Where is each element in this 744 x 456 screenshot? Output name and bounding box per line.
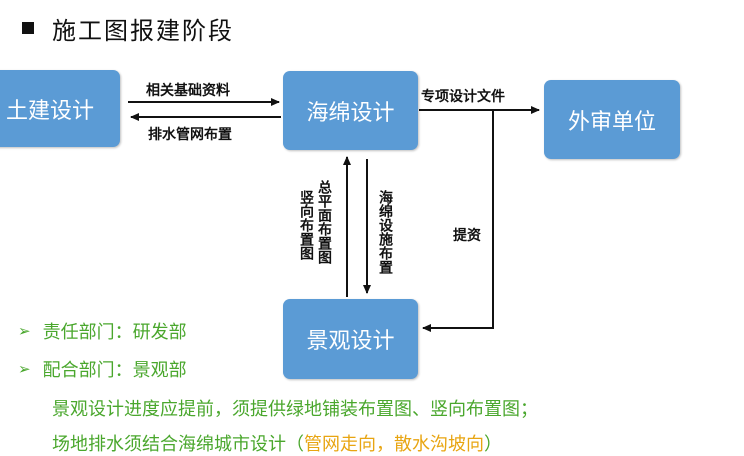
arrow-bullet-icon: ➢ [18,360,31,378]
box-civil-label: 土建设计 [5,98,94,124]
label-sponge-to-review: 专项设计文件 [421,89,505,105]
note-line-2-highlight: 管网走向，散水沟坡向 [304,434,484,455]
label-sponge-to-civil: 排水管网布置 [148,127,232,143]
title-bullet-square [22,22,34,34]
box-external-review: 外审单位 [544,80,680,159]
label-landscape-to-sponge: 总平面布置图 [316,180,332,264]
box-sponge-label: 海绵设计 [306,100,395,126]
section-title: 施工图报建阶段 [22,10,234,46]
note-line-1: 景观设计进度应提前，须提供绿地铺装布置图、竖向布置图； [52,399,538,420]
bullet-responsible-dept: ➢ 责任部门：研发部 [18,318,187,344]
arrow-feedback-to-landscape [422,110,494,332]
box-civil-design: 土建设计 [0,70,120,147]
box-sponge-design: 海绵设计 [283,71,418,150]
note-line-2-end: ） [484,434,502,455]
box-landscape-design: 景观设计 [283,299,418,379]
bullet-text: 责任部门：研发部 [42,322,187,343]
label-civil-to-sponge: 相关基础资料 [146,83,230,99]
box-landscape-label: 景观设计 [306,329,395,354]
label-sponge-to-landscape: 海绵设施布置 [377,190,393,274]
label-landscape-to-sponge-2: 竖向布置图 [298,190,314,260]
arrow-bullet-icon: ➢ [18,322,31,340]
title-text: 施工图报建阶段 [52,16,234,45]
bullet-text: 配合部门：景观部 [42,360,187,381]
note-line-2: 场地排水须结合海绵城市设计（管网走向，散水沟坡向） [52,430,502,456]
label-feedback: 提资 [453,228,481,244]
box-review-label: 外审单位 [567,109,656,135]
bullet-cooperating-dept: ➢ 配合部门：景观部 [18,356,187,382]
note-line-2-main: 场地排水须结合海绵城市设计（ [52,434,304,455]
